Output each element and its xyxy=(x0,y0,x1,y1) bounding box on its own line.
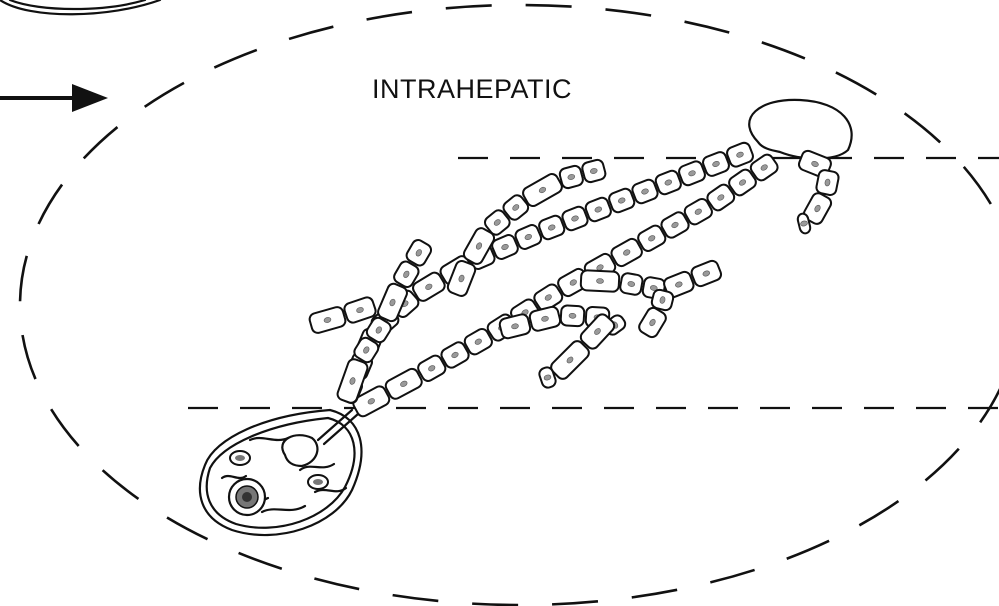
region-label: INTRAHEPATIC xyxy=(372,74,572,104)
vacuole xyxy=(282,435,317,466)
epithelial-cell xyxy=(558,165,584,190)
epithelial-cell xyxy=(815,169,839,196)
arrow-icon xyxy=(0,84,108,112)
epithelial-cell xyxy=(560,305,584,326)
epithelial-cell xyxy=(308,306,347,335)
epithelial-cell xyxy=(521,172,564,208)
terminal-bulb xyxy=(749,100,851,159)
epithelial-cell xyxy=(549,339,592,382)
epithelial-cell xyxy=(690,259,723,288)
epithelial-cell xyxy=(581,270,620,292)
cell-chains xyxy=(308,141,839,418)
epithelial-cell xyxy=(384,367,424,401)
hepatocyte xyxy=(200,410,361,535)
epithelial-cell xyxy=(581,159,607,184)
epithelial-cell xyxy=(619,272,643,295)
adjacent-structure-outline-inner xyxy=(10,0,145,9)
